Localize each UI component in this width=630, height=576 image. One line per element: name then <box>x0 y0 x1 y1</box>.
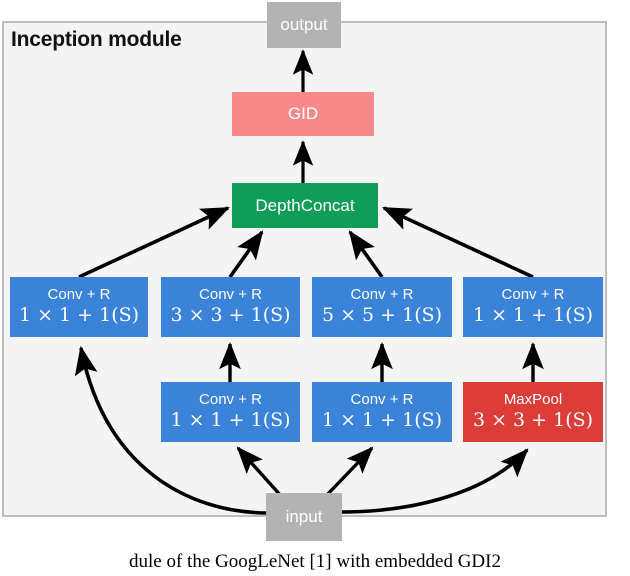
node-conv-1x1-a-line1: Conv + R <box>47 286 111 304</box>
node-conv-1x1-reduce-b-line2: 1 × 1 + 1(S) <box>321 409 443 432</box>
node-maxpool-line2: 3 × 3 + 1(S) <box>472 409 594 432</box>
node-conv-1x1-reduce-a-line2: 1 × 1 + 1(S) <box>170 409 291 432</box>
node-conv-1x1-a-line2: 1 × 1 + 1(S) <box>18 304 140 327</box>
figure-caption: dule of the GoogLeNet [1] with embedded … <box>129 551 501 572</box>
panel-title: Inception module <box>11 28 182 51</box>
node-output-label: output <box>280 15 328 35</box>
node-conv-5x5[interactable]: Conv + R 5 × 5 + 1(S) <box>312 277 452 337</box>
node-gid[interactable]: GID <box>232 92 374 136</box>
node-maxpool-line1: MaxPool <box>503 391 563 409</box>
node-depthconcat-label: DepthConcat <box>255 195 355 215</box>
node-input-label: input <box>285 507 323 527</box>
node-input[interactable]: input <box>266 493 342 541</box>
node-conv-3x3-line2: 3 × 3 + 1(S) <box>170 304 291 327</box>
node-conv-1x1-b[interactable]: Conv + R 1 × 1 + 1(S) <box>463 277 603 337</box>
node-conv-1x1-reduce-a[interactable]: Conv + R 1 × 1 + 1(S) <box>161 382 300 442</box>
node-conv-1x1-b-line2: 1 × 1 + 1(S) <box>472 304 594 327</box>
node-conv-5x5-line1: Conv + R <box>350 286 414 304</box>
node-conv-5x5-line2: 5 × 5 + 1(S) <box>321 304 443 327</box>
node-output[interactable]: output <box>267 2 341 48</box>
node-depthconcat[interactable]: DepthConcat <box>232 183 378 228</box>
node-conv-1x1-b-line1: Conv + R <box>501 286 565 304</box>
node-gid-label: GID <box>287 104 319 124</box>
node-maxpool[interactable]: MaxPool 3 × 3 + 1(S) <box>463 382 603 442</box>
node-conv-3x3[interactable]: Conv + R 3 × 3 + 1(S) <box>161 277 300 337</box>
node-conv-1x1-reduce-b-line1: Conv + R <box>350 391 414 409</box>
node-conv-1x1-reduce-a-line1: Conv + R <box>199 391 262 409</box>
node-conv-1x1-reduce-b[interactable]: Conv + R 1 × 1 + 1(S) <box>312 382 452 442</box>
node-conv-1x1-a[interactable]: Conv + R 1 × 1 + 1(S) <box>10 277 148 337</box>
node-conv-3x3-line1: Conv + R <box>199 286 262 304</box>
